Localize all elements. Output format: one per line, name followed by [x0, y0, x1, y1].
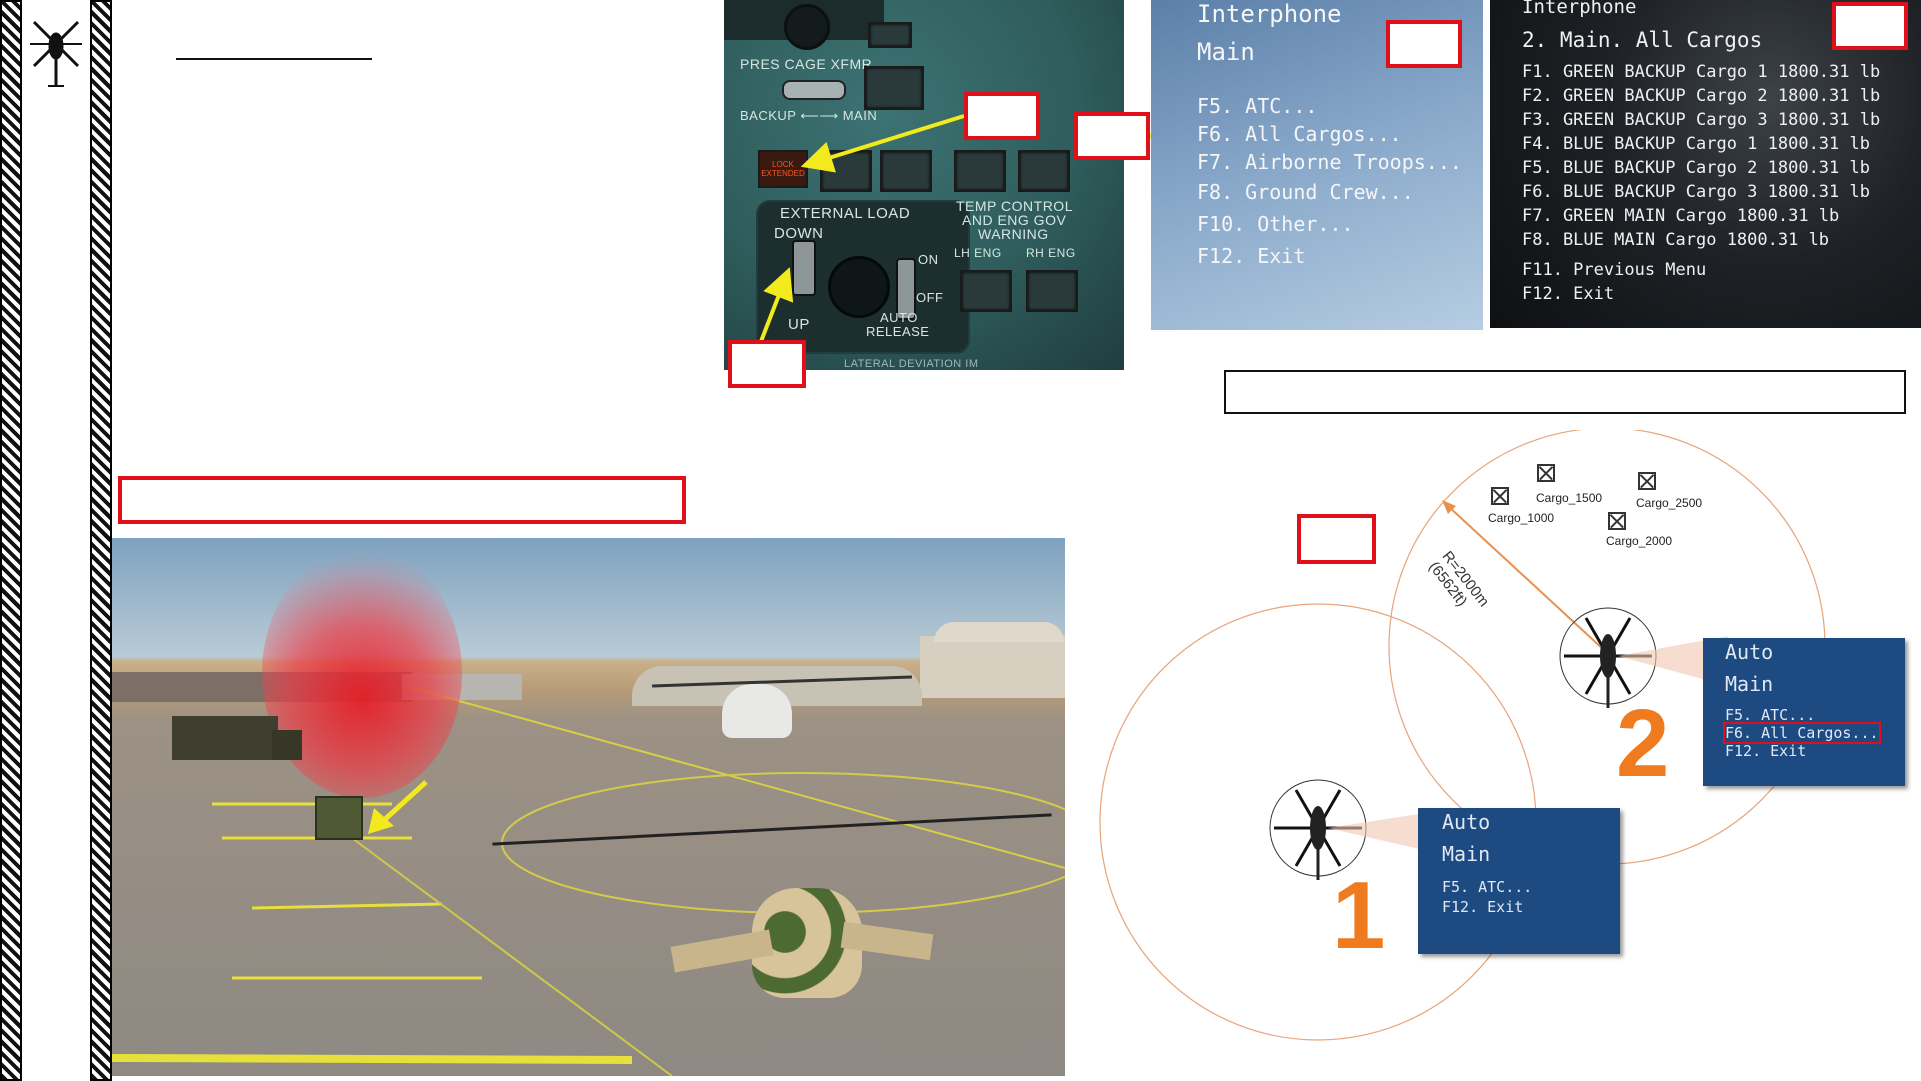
menu1-item-f8[interactable]: F8. Ground Crew...	[1197, 180, 1414, 204]
knob-top	[784, 4, 830, 50]
auto-release-line2: RELEASE	[866, 324, 930, 339]
callout-box-menu2	[1832, 2, 1908, 50]
callout-box-switch	[728, 340, 806, 388]
callout-box-scene	[118, 476, 686, 524]
step-number-2: 2	[1616, 690, 1670, 797]
pres-cage-label: PRES CAGE XFMR	[740, 56, 873, 72]
menu1-item-f5[interactable]: F5. ATC...	[1197, 94, 1318, 118]
sidebar-stripe-right	[90, 0, 112, 1081]
backup-main-label: BACKUP ⟵⟶ MAIN	[740, 108, 878, 123]
helicopter-icon	[30, 20, 82, 87]
backup-main-switch	[782, 80, 846, 100]
temp-control-line1: TEMP CONTROL	[956, 198, 1073, 214]
callout-box-lock	[964, 92, 1040, 140]
cargo-1500-label: Cargo_1500	[1536, 491, 1603, 505]
auto-menu-2: Auto Main F5. ATC... F6. All Cargos... F…	[1703, 638, 1905, 786]
lh-eng-label: LH ENG	[954, 246, 1002, 260]
menu2-title: Interphone	[1522, 0, 1637, 18]
red-smoke	[262, 548, 462, 798]
cargo-crate	[315, 796, 363, 840]
airfield-scene-image	[112, 538, 1065, 1076]
on-label: ON	[918, 252, 939, 267]
helicopter-2-icon	[1559, 607, 1728, 708]
radio-menu-all-cargos: Interphone 2. Main. All Cargos F1. GREEN…	[1490, 0, 1921, 328]
menu1-item-f10[interactable]: F10. Other...	[1197, 212, 1354, 236]
temp-control-line2: AND ENG GOV	[962, 212, 1067, 228]
menu1-subtitle: Main	[1197, 38, 1255, 66]
auto-release-line1: AUTO	[880, 310, 918, 325]
auto-menu-1-item-f5[interactable]: F5. ATC...	[1442, 878, 1533, 896]
callout-box-menu	[1074, 112, 1150, 160]
menu2-item-f3[interactable]: F3. GREEN BACKUP Cargo 3 1800.31 lb	[1522, 110, 1881, 130]
cargo-2000-label: Cargo_2000	[1606, 534, 1673, 548]
menu1-item-f7[interactable]: F7. Airborne Troops...	[1197, 150, 1462, 174]
menu2-item-f8[interactable]: F8. BLUE MAIN Cargo 1800.31 lb	[1522, 230, 1830, 250]
title-underline	[176, 58, 372, 60]
menu2-item-f7[interactable]: F7. GREEN MAIN Cargo 1800.31 lb	[1522, 206, 1840, 226]
callout-box-diagram	[1297, 514, 1376, 564]
lateral-deviation-label: LATERAL DEVIATION IM	[844, 358, 979, 370]
auto-menu-1-item-f12[interactable]: F12. Exit	[1442, 898, 1524, 916]
cargo-1500-icon	[1537, 464, 1555, 482]
menu1-item-f6[interactable]: F6. All Cargos...	[1197, 122, 1402, 146]
rh-eng-label: RH ENG	[1026, 246, 1076, 260]
auto-menu-2-item-f12[interactable]: F12. Exit	[1725, 742, 1807, 760]
menu2-item-f12[interactable]: F12. Exit	[1522, 284, 1615, 304]
menu2-item-f6[interactable]: F6. BLUE BACKUP Cargo 3 1800.31 lb	[1522, 182, 1870, 202]
step-number-1: 1	[1332, 862, 1386, 969]
menu2-item-f11[interactable]: F11. Previous Menu	[1522, 260, 1707, 280]
sidebar-stripe-left	[0, 0, 22, 1081]
menu2-subtitle: 2. Main. All Cargos	[1522, 28, 1763, 52]
menu2-item-f2[interactable]: F2. GREEN BACKUP Cargo 2 1800.31 lb	[1522, 86, 1881, 106]
cargo-2000-icon	[1608, 512, 1626, 530]
lock-extended-light: LOCK EXTENDED	[758, 150, 808, 188]
cargo-1000-icon	[1491, 487, 1509, 505]
caption-box	[1224, 370, 1906, 414]
auto-release-switch[interactable]	[896, 258, 916, 320]
cargo-2500-label: Cargo_2500	[1636, 496, 1703, 510]
down-label: DOWN	[774, 225, 824, 242]
menu2-item-f4[interactable]: F4. BLUE BACKUP Cargo 1 1800.31 lb	[1522, 134, 1870, 154]
menu2-item-f5[interactable]: F5. BLUE BACKUP Cargo 2 1800.31 lb	[1522, 158, 1870, 178]
auto-menu-1: Auto Main F5. ATC... F12. Exit	[1418, 808, 1620, 954]
cargo-2500-icon	[1638, 472, 1656, 490]
external-load-title: EXTERNAL LOAD	[780, 205, 911, 222]
truck	[172, 716, 278, 760]
auto-release-knob	[828, 256, 890, 318]
camo-helicopter	[670, 868, 934, 1018]
white-helicopter	[722, 684, 792, 738]
cargo-arrow	[368, 780, 428, 834]
menu1-title: Interphone	[1197, 0, 1342, 28]
menu1-item-f12[interactable]: F12. Exit	[1197, 244, 1306, 268]
cargo-1000-label: Cargo_1000	[1488, 511, 1555, 525]
auto-menu-2-item-f6[interactable]: F6. All Cargos...	[1723, 722, 1881, 744]
menu2-item-f1[interactable]: F1. GREEN BACKUP Cargo 1 1800.31 lb	[1522, 62, 1881, 82]
up-label: UP	[788, 316, 810, 333]
cockpit-panel-image: PRES CAGE XFMR BACKUP ⟵⟶ MAIN LOCK EXTEN…	[724, 0, 1124, 370]
hangar-right	[920, 636, 1065, 698]
temp-control-line3: WARNING	[978, 226, 1049, 242]
auto-menu-2-item-f5[interactable]: F5. ATC...	[1725, 706, 1816, 724]
cockpit-arrows	[758, 114, 965, 345]
off-label: OFF	[916, 290, 944, 305]
callout-box-menu1	[1386, 20, 1462, 68]
